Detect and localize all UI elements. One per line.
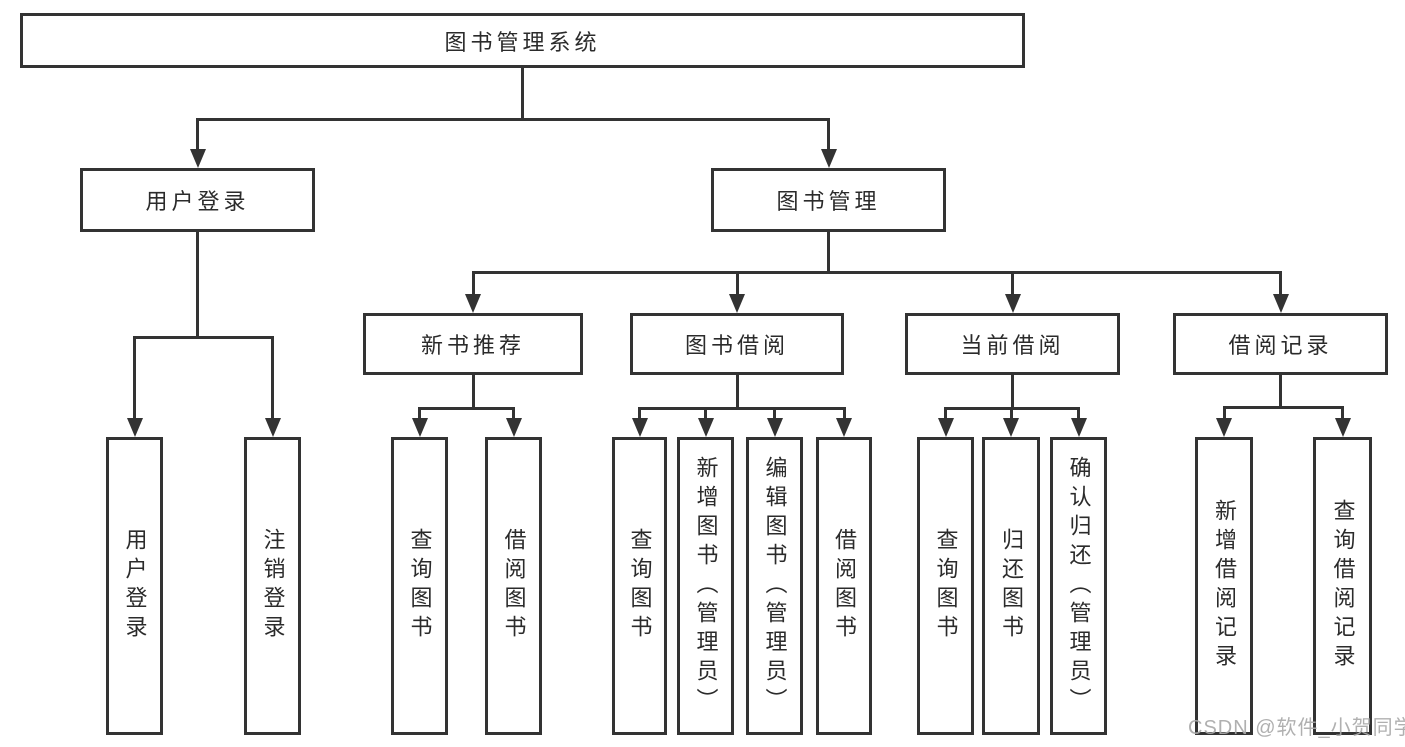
node-box-current-borrow: 当前借阅 (905, 313, 1120, 375)
connector-line (196, 232, 199, 339)
arrowhead-down-icon (1070, 418, 1087, 437)
node-label-book-mgmt: 图书管理 (776, 189, 881, 214)
node-label-book-borrow: 图书借阅 (684, 333, 789, 358)
arrowhead-down-icon (465, 294, 481, 313)
node-box-br-query-record: 查询借阅记录 (1313, 437, 1372, 735)
node-label-login-leaf: 用户登录 (122, 528, 148, 644)
csdn-watermark: CSDN @软件_小贺同学 (1188, 717, 1405, 739)
arrowhead-down-icon (1004, 294, 1021, 313)
node-label-rec-borrow-book: 借阅图书 (501, 528, 527, 644)
node-box-book-mgmt: 图书管理 (711, 168, 946, 232)
arrowhead-down-icon (264, 418, 281, 437)
arrowhead-down-icon (189, 149, 206, 168)
node-label-br-add-record: 新增借阅记录 (1212, 499, 1237, 673)
connector-line (196, 118, 199, 151)
arrowhead-down-icon (1216, 418, 1232, 437)
connector-line (133, 336, 136, 420)
connector-line (133, 336, 274, 339)
node-box-user-login: 用户登录 (80, 168, 315, 232)
arrowhead-down-icon (505, 418, 522, 437)
node-box-cb-return-book: 归还图书 (982, 437, 1040, 735)
node-box-book-borrow: 图书借阅 (630, 313, 844, 375)
node-label-current-borrow: 当前借阅 (960, 333, 1065, 358)
connector-line (944, 407, 947, 420)
node-label-cb-return-book: 归还图书 (999, 528, 1024, 644)
node-label-root: 图书管理系统 (444, 29, 601, 55)
connector-line (735, 375, 739, 410)
connector-line (1077, 407, 1080, 420)
node-box-rec-borrow-book: 借阅图书 (485, 437, 542, 735)
connector-line (512, 407, 515, 420)
node-box-cb-query-book: 查询图书 (917, 437, 974, 735)
node-label-new-book-rec: 新书推荐 (420, 333, 525, 358)
connector-line (471, 271, 1282, 274)
connector-line (1009, 407, 1013, 420)
node-label-bb-query-book: 查询图书 (627, 528, 653, 644)
node-box-bb-query-book: 查询图书 (612, 437, 667, 735)
arrowhead-down-icon (126, 418, 143, 437)
connector-line (842, 407, 846, 420)
node-box-rec-query-book: 查询图书 (391, 437, 448, 735)
arrowhead-down-icon (411, 418, 428, 437)
arrowhead-down-icon (836, 418, 852, 437)
connector-line (1279, 375, 1282, 409)
node-box-root: 图书管理系统 (20, 13, 1025, 68)
node-box-logout-leaf: 注销登录 (244, 437, 301, 735)
connector-line (773, 407, 776, 420)
node-box-login-leaf: 用户登录 (106, 437, 163, 735)
arrowhead-down-icon (697, 418, 714, 437)
arrowhead-down-icon (766, 418, 783, 437)
connector-line (735, 271, 739, 296)
connector-line (638, 407, 846, 410)
connector-line (471, 375, 475, 410)
arrowhead-down-icon (937, 418, 954, 437)
node-label-cb-query-book: 查询图书 (933, 528, 959, 644)
node-box-bb-add-book: 新增图书（管理员） (677, 437, 734, 735)
arrowhead-down-icon (1272, 294, 1289, 313)
node-label-bb-edit-book: 编辑图书（管理员） (762, 455, 788, 717)
connector-line (418, 407, 421, 420)
node-label-user-login: 用户登录 (145, 189, 250, 214)
node-label-cb-confirm: 确认归还（管理员） (1066, 455, 1092, 717)
node-box-br-add-record: 新增借阅记录 (1195, 437, 1253, 735)
connector-line (521, 68, 524, 121)
connector-line (1011, 375, 1014, 410)
node-label-rec-query-book: 查询图书 (407, 528, 433, 644)
arrowhead-down-icon (1003, 418, 1019, 437)
connector-line (1222, 406, 1226, 420)
connector-line (704, 407, 707, 420)
connector-line (1222, 406, 1344, 409)
node-label-bb-borrow-book: 借阅图书 (832, 528, 857, 644)
arrowhead-down-icon (729, 294, 745, 313)
arrowhead-down-icon (820, 149, 837, 168)
connector-line (471, 271, 475, 296)
node-label-bb-add-book: 新增图书（管理员） (693, 455, 719, 717)
connector-line (827, 118, 830, 151)
node-box-borrow-records: 借阅记录 (1173, 313, 1388, 375)
connector-line (638, 407, 641, 420)
node-label-br-query-record: 查询借阅记录 (1330, 499, 1356, 673)
node-box-bb-borrow-book: 借阅图书 (816, 437, 872, 735)
connector-line (1011, 271, 1014, 296)
arrowhead-down-icon (631, 418, 648, 437)
node-box-new-book-rec: 新书推荐 (363, 313, 583, 375)
connector-line (827, 232, 830, 274)
connector-line (1279, 271, 1282, 296)
arrowhead-down-icon (1334, 418, 1351, 437)
node-label-borrow-records: 借阅记录 (1228, 333, 1333, 358)
node-box-bb-edit-book: 编辑图书（管理员） (746, 437, 803, 735)
node-label-logout-leaf: 注销登录 (260, 528, 286, 644)
connector-line (196, 118, 830, 121)
connector-line (271, 336, 274, 420)
connector-line (1341, 406, 1344, 420)
node-box-cb-confirm: 确认归还（管理员） (1050, 437, 1107, 735)
connector-line (418, 407, 515, 410)
